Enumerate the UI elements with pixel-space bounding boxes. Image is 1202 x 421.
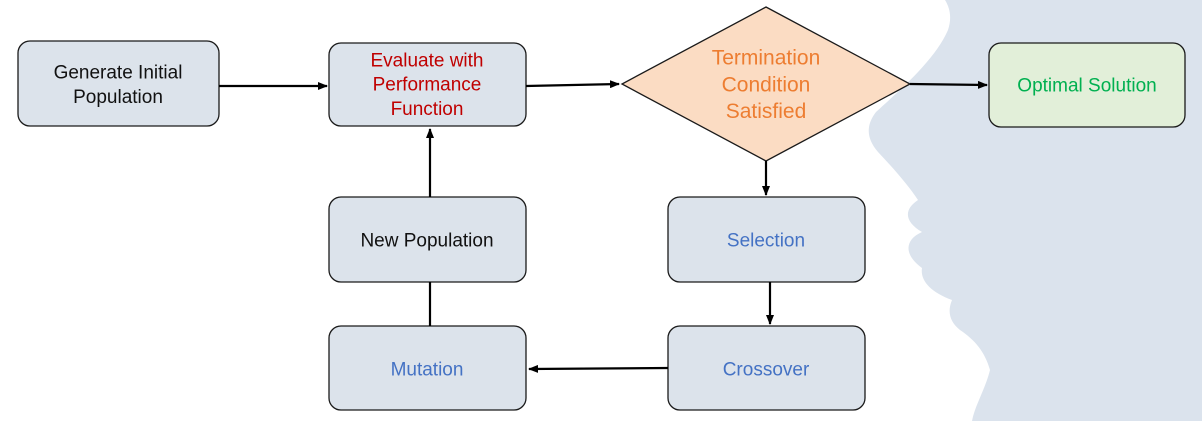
generate-initial-population-box bbox=[17, 40, 220, 127]
new-population-label: New Population bbox=[360, 231, 493, 252]
termination-label-line: Satisfied bbox=[726, 100, 807, 123]
termination-label-line: Termination bbox=[712, 47, 821, 70]
arrow-termination-to-optimal bbox=[909, 80, 988, 89]
mutation-label: Mutation bbox=[391, 360, 464, 381]
new-population-box bbox=[328, 196, 527, 283]
selection-label-line: Selection bbox=[727, 231, 805, 252]
crossover-label: Crossover bbox=[723, 360, 810, 381]
evaluate-label-line: Function bbox=[391, 99, 464, 120]
evaluate-label-line: Evaluate with bbox=[370, 50, 483, 71]
optimal-label-line: Optimal Solution bbox=[1017, 76, 1156, 97]
selection-box bbox=[667, 196, 866, 283]
selection-label: Selection bbox=[727, 231, 805, 252]
arrow-evaluate-to-termination bbox=[525, 80, 620, 89]
generate-label-line: Population bbox=[73, 87, 163, 108]
arrow-crossover-to-mutation bbox=[528, 364, 669, 373]
mutation-box bbox=[328, 325, 527, 411]
evaluate-label-line: Performance bbox=[373, 75, 482, 96]
generate-label-line: Generate Initial bbox=[54, 63, 183, 84]
termination-label-line: Condition bbox=[722, 73, 811, 96]
crossover-label-line: Crossover bbox=[723, 360, 810, 381]
optimal-solution-label: Optimal Solution bbox=[1017, 76, 1156, 97]
mutation-label-line: Mutation bbox=[391, 360, 464, 381]
new-population-label-line: New Population bbox=[360, 231, 493, 252]
optimal-solution-box bbox=[988, 42, 1186, 128]
evaluate-performance-box bbox=[328, 42, 527, 127]
